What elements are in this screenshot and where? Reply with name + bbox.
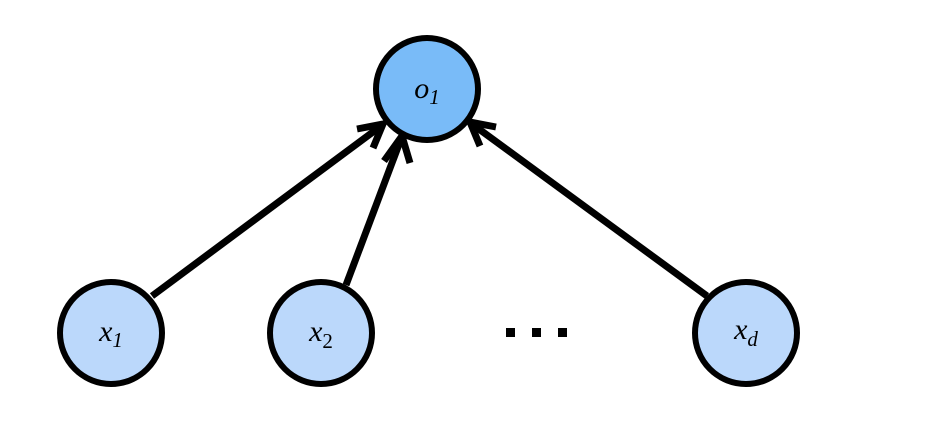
edge-line-x1-o1 [149,123,384,299]
node-o1-label: o1 [414,72,440,109]
node-xd[interactable]: xd [692,279,800,387]
ellipsis-dot-2 [532,328,541,337]
node-o1[interactable]: o1 [373,35,481,143]
node-xd-label: xd [733,313,758,351]
node-x2-subscript: 2 [322,329,333,353]
node-xd-subscript: d [747,327,758,351]
edge-line-xd-o1 [469,121,710,299]
node-o1-circle[interactable] [373,35,481,143]
edges-group [149,117,710,299]
node-x2-circle[interactable] [267,279,375,387]
node-x2[interactable]: x2 [267,279,375,387]
node-x1-base: x [98,315,113,348]
node-xd-base: x [733,313,748,346]
node-x1-subscript: 1 [112,328,123,352]
nodes-group: o1 x1 x2 xd [57,35,800,387]
node-x2-base: x [308,315,323,348]
node-x1-circle[interactable] [57,279,165,387]
node-x1[interactable]: x1 [57,279,165,387]
arrowhead-x1-o1 [356,119,389,150]
edge-line-x2-o1 [342,137,405,287]
arrowhead-xd-o1 [464,117,497,148]
ellipsis-group [506,328,567,337]
node-xd-circle[interactable] [692,279,800,387]
node-o1-base: o [414,72,429,105]
ellipsis-dot-1 [506,328,515,337]
ellipsis-dot-3 [558,328,567,337]
edge-x2-to-o1 [342,128,414,287]
edge-xd-to-o1 [464,117,710,299]
node-o1-subscript: 1 [429,85,440,109]
node-x1-label: x1 [98,315,123,352]
node-x2-label: x2 [308,315,333,353]
edge-x1-to-o1 [149,119,389,299]
